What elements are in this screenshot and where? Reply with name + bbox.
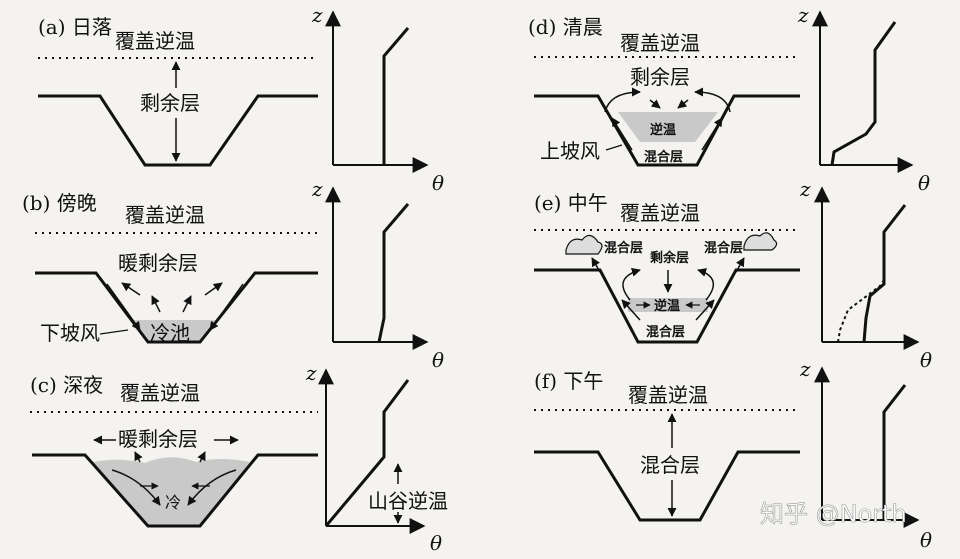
panel-e-eddy-left [622, 267, 641, 301]
panel-e-cloud-right [743, 232, 778, 251]
panel-e: (e) 中午 覆盖逆温 混合层 剩余层 混合层 逆温 混合层 [534, 191, 800, 344]
panel-a-valley [38, 94, 318, 167]
panel-f-title: (f) 下午 [534, 369, 603, 393]
panel-d-arrow-left [604, 87, 641, 113]
panel-d-title: (d) 清晨 [528, 15, 603, 39]
panel-e-z-label: z [799, 177, 811, 201]
panel-d-slope-wind-leader [605, 144, 623, 151]
panel-c-valley-inversion-label: 山谷逆温 [368, 489, 448, 513]
panel-b-pool-label: 冷池 [150, 321, 190, 345]
panel-a-theta-profile [382, 27, 410, 165]
panel-b-downslope-left [106, 283, 141, 331]
panel-b-arrow-3 [182, 295, 192, 313]
panel-e-theta-label: θ [920, 348, 932, 372]
panel-f-theta-profile [882, 384, 907, 520]
panel-c-z-label: z [305, 361, 317, 385]
panel-d-mixed-label: 混合层 [644, 149, 683, 165]
panel-d-theta-label: θ [918, 171, 930, 195]
panel-f-mixed-label: 混合层 [640, 453, 700, 477]
panel-e-mixed-right-label: 混合层 [704, 240, 743, 256]
panel-d-z-label: z [797, 3, 809, 27]
panel-a-title: (a) 日落 [38, 15, 112, 39]
panel-b-arrow-2 [151, 295, 161, 313]
panel-d-inversion-core [618, 112, 718, 142]
panel-b-valley [35, 271, 318, 344]
panel-b-layer-label: 暖剩余层 [118, 251, 198, 275]
panel-a-z-label: z [311, 3, 323, 27]
panel-e-theta-profile-dashed [837, 279, 885, 343]
panel-a-inversion-label: 覆盖逆温 [115, 29, 195, 53]
panel-d-upslope-right [701, 117, 723, 151]
panel-e-title: (e) 中午 [534, 191, 608, 215]
panel-b-arrow-4 [204, 282, 223, 296]
panel-c-pool-label: 冷 [165, 493, 181, 512]
panel-b-slope-wind-leader [99, 329, 129, 335]
panel-c-eddy-left [111, 469, 161, 506]
panel-d-profile: z θ [797, 3, 930, 195]
panel-e-upslope-left [621, 299, 641, 321]
panel-a-layer-label: 剩余层 [140, 91, 200, 115]
panel-e-theta-profile [862, 204, 907, 343]
panel-f-profile: z θ [799, 357, 932, 552]
panel-d-layer-label: 剩余层 [630, 65, 690, 89]
panel-e-residual-label: 剩余层 [650, 250, 689, 266]
panel-f-theta-label: θ [920, 528, 932, 552]
panel-b-cold-pool [134, 320, 215, 342]
panel-f-valley [534, 450, 800, 522]
panel-e-valley [534, 268, 800, 344]
panel-f: (f) 下午 覆盖逆温 混合层 [534, 369, 800, 522]
panel-a-theta-label: θ [432, 171, 444, 195]
panel-e-mixed-left-label: 混合层 [604, 240, 643, 256]
panel-b-z-label: z [311, 177, 323, 201]
panel-a: (a) 日落 覆盖逆温 剩余层 [38, 15, 318, 167]
panel-f-inversion-label: 覆盖逆温 [628, 383, 708, 407]
panel-b-theta-profile [377, 203, 410, 343]
panel-e-profile: z θ [799, 177, 932, 372]
panel-b-title: (b) 傍晚 [22, 191, 97, 215]
panel-e-mixed-bottom-label: 混合层 [646, 324, 685, 340]
watermark: 知乎 @North [760, 500, 907, 528]
panel-b-profile: z θ [311, 177, 444, 372]
panel-f-z-label: z [799, 357, 811, 381]
panel-b-arrow-1 [121, 282, 141, 296]
panel-b: (b) 傍晚 覆盖逆温 暖剩余层 下坡风 冷池 [22, 191, 318, 345]
panel-b-inversion-label: 覆盖逆温 [125, 203, 205, 227]
panel-c-title: (c) 深夜 [30, 373, 103, 397]
panel-c-cold-pool [93, 457, 250, 526]
panel-c-eddy-right [187, 469, 237, 506]
panel-e-core-label: 逆温 [654, 298, 680, 314]
panel-d-inversion-label: 覆盖逆温 [620, 31, 700, 55]
panel-e-eddy-right [697, 268, 715, 301]
panel-d-upslope-left [611, 117, 633, 151]
panel-e-upslope-right [695, 299, 715, 321]
panel-e-arrow-up-right [735, 257, 745, 273]
panel-c-theta-profile [324, 379, 410, 527]
panel-d-slope-wind-label: 上坡风 [540, 139, 600, 163]
panel-b-theta-label: θ [432, 348, 444, 372]
panel-e-arrow-up-left [591, 257, 601, 273]
panel-d-arrow-in-1 [649, 99, 661, 109]
panel-c-theta-label: θ [430, 531, 442, 555]
panel-c-valley [32, 453, 318, 528]
panel-d: (d) 清晨 覆盖逆温 剩余层 逆温 上坡风 混合层 [528, 15, 800, 167]
panel-c-arrow-up-2 [197, 451, 206, 463]
panel-d-theta-profile [830, 21, 897, 166]
panel-d-core-label: 逆温 [650, 122, 676, 138]
panel-c: (c) 深夜 覆盖逆温 暖剩余层 冷 [30, 373, 318, 528]
panel-c-arrow-up-1 [134, 451, 143, 463]
panel-d-arrow-in-2 [677, 99, 689, 109]
panel-a-profile: z θ [311, 3, 444, 195]
panel-c-layer-label: 暖剩余层 [118, 427, 198, 451]
panel-b-downslope-right [209, 283, 244, 331]
panel-e-inversion-label: 覆盖逆温 [620, 201, 700, 225]
panel-e-cloud-left [565, 234, 603, 255]
panel-b-slope-wind-label: 下坡风 [40, 321, 100, 345]
panel-c-inversion-label: 覆盖逆温 [120, 381, 200, 405]
panel-d-valley [534, 94, 800, 167]
panel-c-profile: z θ 山谷逆温 [305, 361, 448, 555]
panel-d-arrow-right [694, 87, 731, 113]
